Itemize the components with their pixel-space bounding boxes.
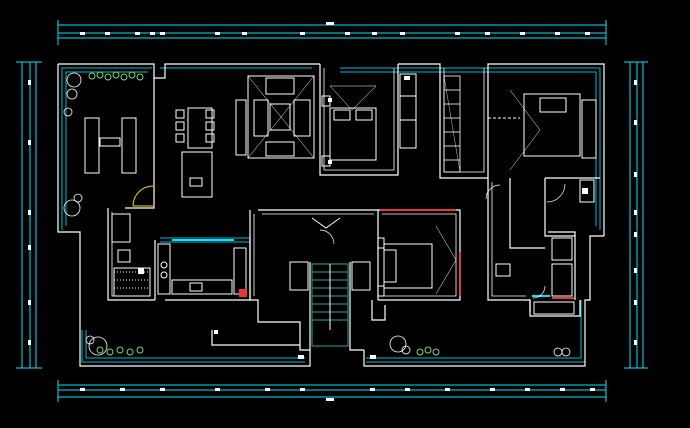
balcony-lounge-icon [84,117,137,174]
door-swing-icon [319,183,566,299]
core-wall-left [249,210,310,351]
balcony-wall [125,78,155,209]
shower-east [551,263,573,297]
plant-icon [63,72,571,357]
bottom-dimension [57,380,607,402]
dimension-lines [16,20,648,402]
bed-icon [377,225,457,297]
exterior-glazing [61,67,601,363]
island-counter [181,151,213,198]
bed-icon [488,89,597,171]
accent-red-doors [239,209,574,299]
toilet-icon [111,213,151,297]
top-dimension [57,20,607,45]
cyan-window-strips [172,239,550,297]
elevator-core [289,217,371,291]
dining-table-icon [175,107,215,198]
sink-icon [495,179,595,315]
stair-icon [311,263,349,347]
east-south-wall [363,235,604,367]
kitchen-west-wall [107,208,155,301]
dining-table [187,107,213,149]
master-bed-wall [319,64,399,176]
north-wall-west [58,63,320,79]
dimension-ticks [28,32,637,391]
shelving-icon [443,75,461,173]
east-bed [523,93,581,157]
shower-tray [113,267,151,297]
west-south-wall [57,64,311,367]
master-bed [329,107,377,161]
walls [57,63,605,367]
wardrobe-icon [399,73,417,149]
door-swing-icon [132,185,154,207]
plant-icon [88,71,440,356]
wall-inner-lines [111,68,526,297]
stair-wall-right [349,262,364,351]
sofa-icon [235,75,315,159]
fixtures [138,76,588,359]
